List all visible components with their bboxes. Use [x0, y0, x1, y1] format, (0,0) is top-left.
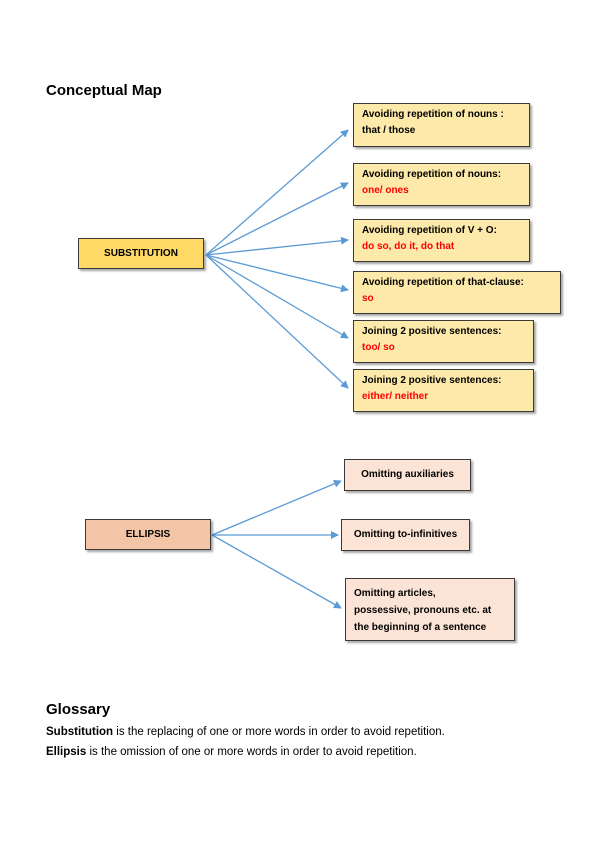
ellipsis-branch-2-text: Omitting to-infinitives — [353, 529, 458, 540]
ellipsis-branch-1-text: Omitting auxiliaries — [361, 469, 454, 480]
branch-3-line2: do so, do it, do that — [362, 241, 455, 252]
ellipsis-branch-1: Omitting auxiliaries — [344, 459, 471, 491]
branch-1-line2: that / those — [362, 125, 416, 136]
ellipsis-branch-2: Omitting to-infinitives — [341, 519, 470, 551]
arrow-sub-1 — [205, 129, 349, 256]
substitution-branch-5: Joining 2 positive sentences: too/ so — [353, 320, 534, 363]
arrow-sub-2 — [205, 182, 349, 256]
glossary-title: Glossary — [46, 701, 111, 718]
glossary-entries: Substitution is the replacing of one or … — [46, 722, 445, 762]
branch-6-line1: Joining 2 positive sentences: — [362, 375, 502, 386]
glossary-term: Ellipsis — [46, 746, 87, 758]
arrow-sub-5 — [205, 254, 349, 339]
ellipsis-branch-3-line1: Omitting articles, — [354, 588, 436, 599]
glossary-entry-ellipsis: Ellipsis is the omission of one or more … — [46, 742, 445, 762]
glossary-entry-substitution: Substitution is the replacing of one or … — [46, 722, 445, 742]
branch-1-line1: Avoiding repetition of nouns : — [362, 109, 504, 120]
arrow-ell-3 — [211, 534, 342, 609]
glossary-definition: is the omission of one or more words in … — [86, 746, 417, 758]
branch-2-line2: one/ ones — [362, 185, 409, 196]
ellipsis-label: ELLIPSIS — [125, 528, 171, 540]
branch-2-line1: Avoiding repetition of nouns: — [362, 169, 502, 180]
substitution-branch-3: Avoiding repetition of V + O: do so, do … — [353, 219, 530, 262]
arrow-sub-4 — [205, 254, 349, 293]
branch-4-line2: so — [362, 293, 374, 304]
branch-6-line2: either/ neither — [362, 391, 429, 402]
substitution-arrows — [205, 129, 349, 389]
branch-5-line1: Joining 2 positive sentences: — [362, 326, 502, 337]
glossary-term: Substitution — [46, 726, 114, 738]
arrow-sub-3 — [205, 236, 349, 256]
conceptual-map-title: Conceptual Map — [46, 82, 162, 99]
substitution-branch-4: Avoiding repetition of that-clause: so — [353, 271, 561, 314]
ellipsis-node: ELLIPSIS — [85, 519, 211, 550]
ellipsis-branch-3-line2: possessive, pronouns etc. at — [354, 605, 492, 616]
substitution-branch-6: Joining 2 positive sentences: either/ ne… — [353, 369, 534, 412]
substitution-branch-2: Avoiding repetition of nouns: one/ ones — [353, 163, 530, 206]
ellipsis-branch-3: Omitting articles, possessive, pronouns … — [345, 578, 515, 641]
substitution-node: SUBSTITUTION — [78, 238, 204, 269]
branch-5-line2: too/ so — [362, 342, 395, 353]
ellipsis-arrows — [211, 480, 342, 609]
arrow-sub-6 — [205, 254, 349, 389]
substitution-label: SUBSTITUTION — [104, 247, 178, 259]
branch-3-line1: Avoiding repetition of V + O: — [362, 225, 497, 236]
branch-4-line1: Avoiding repetition of that-clause: — [362, 277, 524, 288]
arrow-ell-1 — [211, 480, 342, 536]
substitution-branch-1: Avoiding repetition of nouns : that / th… — [353, 103, 530, 147]
ellipsis-branch-3-line3: the beginning of a sentence — [354, 622, 487, 633]
glossary-definition: is the replacing of one or more words in… — [113, 726, 445, 738]
